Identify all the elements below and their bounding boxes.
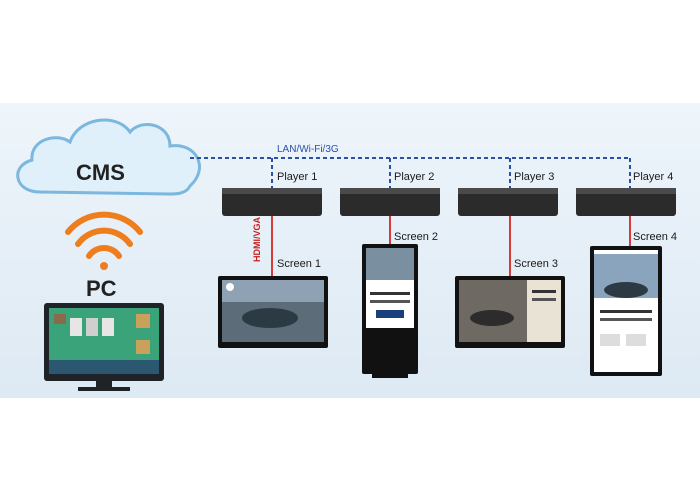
cable-label: HDMI/VGA xyxy=(252,217,262,262)
player-box-4 xyxy=(576,188,676,216)
screen-label-4: Screen 4 xyxy=(633,231,678,243)
player-box-1 xyxy=(222,188,322,216)
screen-display-1 xyxy=(218,276,328,348)
wifi-dot-icon xyxy=(100,262,108,270)
cloud-icon xyxy=(16,118,201,196)
player-label-1: Player 1 xyxy=(277,171,318,183)
network-label: LAN/Wi-Fi/3G xyxy=(277,144,339,155)
player-label-2: Player 2 xyxy=(394,171,435,183)
cms-label: CMS xyxy=(76,160,125,185)
screen-display-2 xyxy=(362,244,418,378)
cable-line xyxy=(271,216,631,276)
player-label-4: Player 4 xyxy=(633,171,674,183)
screen-label-2: Screen 2 xyxy=(394,231,439,243)
player-label-3: Player 3 xyxy=(514,171,555,183)
screen-display-3 xyxy=(455,276,565,348)
wifi-icon xyxy=(65,211,143,259)
player-box-2 xyxy=(340,188,440,216)
screen-display-4 xyxy=(590,246,662,376)
network-line xyxy=(190,157,631,188)
pc-monitor-icon xyxy=(44,303,164,391)
screen-label-1: Screen 1 xyxy=(277,258,322,270)
player-box-3 xyxy=(458,188,558,216)
screen-label-3: Screen 3 xyxy=(514,258,559,270)
pc-label: PC xyxy=(86,276,117,301)
